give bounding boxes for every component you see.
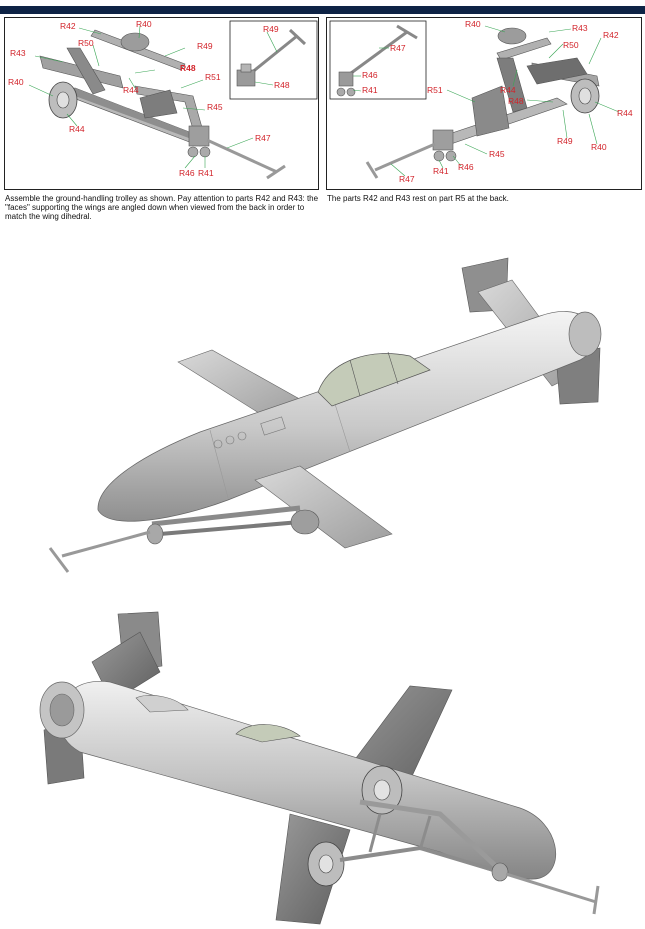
label-r48: R48 — [508, 96, 524, 106]
label-r40b: R40 — [591, 142, 607, 152]
trolley-diagram-right: R40 R43 R50 R42 R51 R44 R48 R44 R49 R40 … — [326, 17, 642, 190]
header-bar — [0, 6, 645, 14]
leader-lines-right — [390, 25, 620, 177]
inset-label-r48: R48 — [274, 80, 290, 90]
inset-box-right — [329, 20, 427, 100]
caption-left: Assemble the ground-handling trolley as … — [5, 194, 319, 221]
label-r45: R45 — [489, 149, 505, 159]
inset-label-r46: R46 — [362, 70, 378, 80]
label-r40: R40 — [136, 19, 152, 29]
label-r43: R43 — [572, 23, 588, 33]
label-r40: R40 — [465, 19, 481, 29]
inset-parts-drawing — [236, 28, 307, 87]
label-r44: R44 — [500, 85, 516, 95]
aircraft-render-top — [48, 257, 602, 573]
aircraft-render-bottom — [39, 611, 600, 925]
inset-label-r41: R41 — [362, 85, 378, 95]
label-r44: R44 — [123, 85, 139, 95]
label-r47: R47 — [255, 133, 271, 143]
label-r50: R50 — [563, 40, 579, 50]
label-r50: R50 — [78, 38, 94, 48]
label-r43: R43 — [10, 48, 26, 58]
label-r40b: R40 — [8, 77, 24, 87]
label-r51: R51 — [427, 85, 443, 95]
leader-lines-left — [28, 25, 254, 169]
label-r46: R46 — [458, 162, 474, 172]
label-r49: R49 — [197, 41, 213, 51]
trolley-assembly-drawing-right — [365, 27, 600, 179]
label-r44b: R44 — [69, 124, 85, 134]
caption-right: The parts R42 and R43 rest on part R5 at… — [327, 194, 509, 203]
label-r48: R48 — [180, 63, 196, 73]
label-r41: R41 — [433, 166, 449, 176]
inset-parts-drawing-right — [336, 24, 418, 97]
inset-label-r47: R47 — [390, 43, 406, 53]
trolley-assembly-drawing-left — [39, 29, 286, 180]
inset-label-r49: R49 — [263, 24, 279, 34]
label-r42: R42 — [60, 21, 76, 31]
label-r46: R46 — [179, 168, 195, 178]
label-r51: R51 — [205, 72, 221, 82]
label-r47: R47 — [399, 174, 415, 184]
trolley-diagram-left: R42 R40 R50 R49 R43 R48 R40 R51 R44 R44 … — [4, 17, 319, 190]
label-r49: R49 — [557, 136, 573, 146]
label-r41: R41 — [198, 168, 214, 178]
label-r42: R42 — [603, 30, 619, 40]
label-r45: R45 — [207, 102, 223, 112]
label-r44b: R44 — [617, 108, 633, 118]
